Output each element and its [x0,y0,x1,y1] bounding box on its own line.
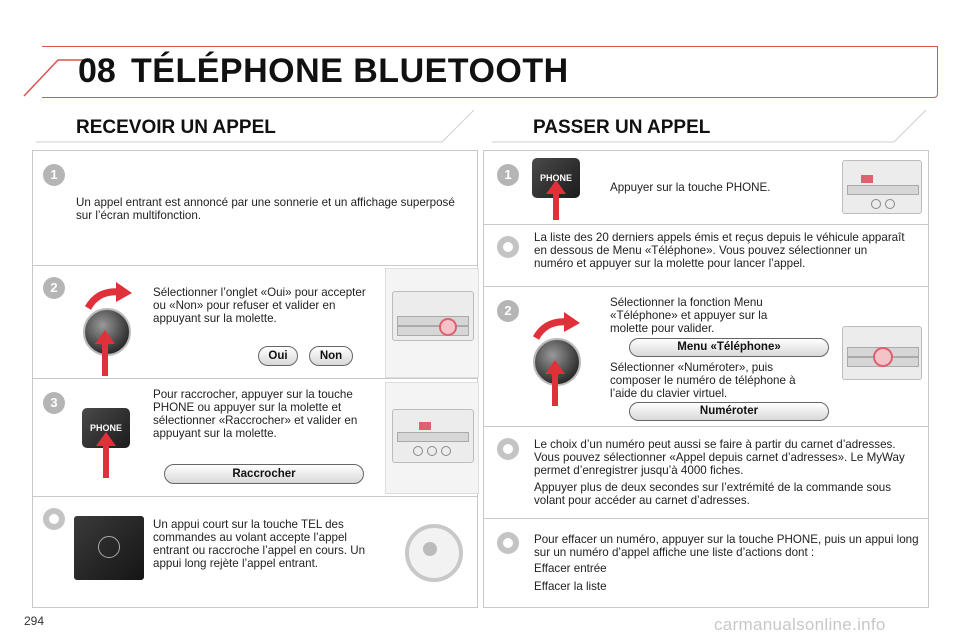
tip-icon [43,508,65,530]
section-frame-receive [36,109,475,143]
phone-menu-button[interactable]: Menu «Téléphone» [629,338,829,357]
tip-text: Le choix d’un numéro peut aussi se faire… [534,438,905,477]
dashboard-image [385,382,479,494]
row-separator [32,496,478,497]
radio-unit-icon [392,291,474,341]
knob-rotate-icon [84,282,132,310]
press-arrow-icon [545,360,565,406]
tip-text: Un appui court sur la touche TEL des com… [153,518,366,570]
step-text: Un appel entrant est annoncé par une son… [76,196,455,222]
tip-text: Appuyer plus de deux secondes sur l’extr… [534,481,892,507]
dashboard-image [385,268,479,378]
section-title-receive: RECEVOIR UN APPEL [76,117,276,138]
row-separator [483,518,929,519]
press-arrow-icon [96,432,116,478]
dial-button[interactable]: Numéroter [629,402,829,421]
step-number: 2 [497,300,519,322]
step-text: Sélectionner l’onglet «Oui» pour accepte… [153,286,366,325]
step-number: 2 [43,277,65,299]
step-number: 3 [43,392,65,414]
tip-icon [497,236,519,258]
tip-text: Pour effacer un numéro, appuyer sur la t… [534,533,919,559]
tip-text: Effacer entrée [534,562,607,575]
hang-up-button[interactable]: Raccrocher [164,464,364,484]
row-separator [483,286,929,287]
section-title-place: PASSER UN APPEL [533,117,711,138]
radio-unit-icon [842,160,922,214]
step-number: 1 [497,164,519,186]
radio-unit-icon [392,409,474,463]
dashboard-image [836,290,926,424]
chapter-number: 08 [78,52,116,90]
step-text: Appuyer sur la touche PHONE. [610,181,771,194]
page-number: 294 [24,614,45,628]
yes-button[interactable]: Oui [258,346,298,366]
tip-text: La liste des 20 derniers appels émis et … [534,231,905,270]
press-arrow-icon [95,330,115,376]
page-title: TÉLÉPHONE BLUETOOTH [131,52,569,90]
watermark: carmanualsonline.info [714,615,886,634]
step-text: Sélectionner «Numéroter», puis composer … [610,361,796,400]
steering-tel-button-icon [74,516,144,580]
tip-icon [497,438,519,460]
step-text: Sélectionner la fonction Menu «Téléphone… [610,296,768,335]
radio-unit-icon [842,326,922,380]
step-text: Pour raccrocher, appuyer sur la touche P… [153,388,358,440]
tip-text: Effacer la liste [534,580,607,593]
row-separator [32,265,478,266]
dashboard-image [836,152,926,222]
row-separator [483,426,929,427]
header-frame [42,46,938,98]
header-corner [23,59,86,97]
no-button[interactable]: Non [309,346,353,366]
tip-icon [497,532,519,554]
steering-wheel-image [385,500,477,604]
row-separator [483,224,929,225]
section-frame-place [492,109,927,143]
row-separator [32,378,478,379]
step-number: 1 [43,164,65,186]
knob-rotate-icon [532,312,580,340]
press-arrow-icon [546,180,566,220]
